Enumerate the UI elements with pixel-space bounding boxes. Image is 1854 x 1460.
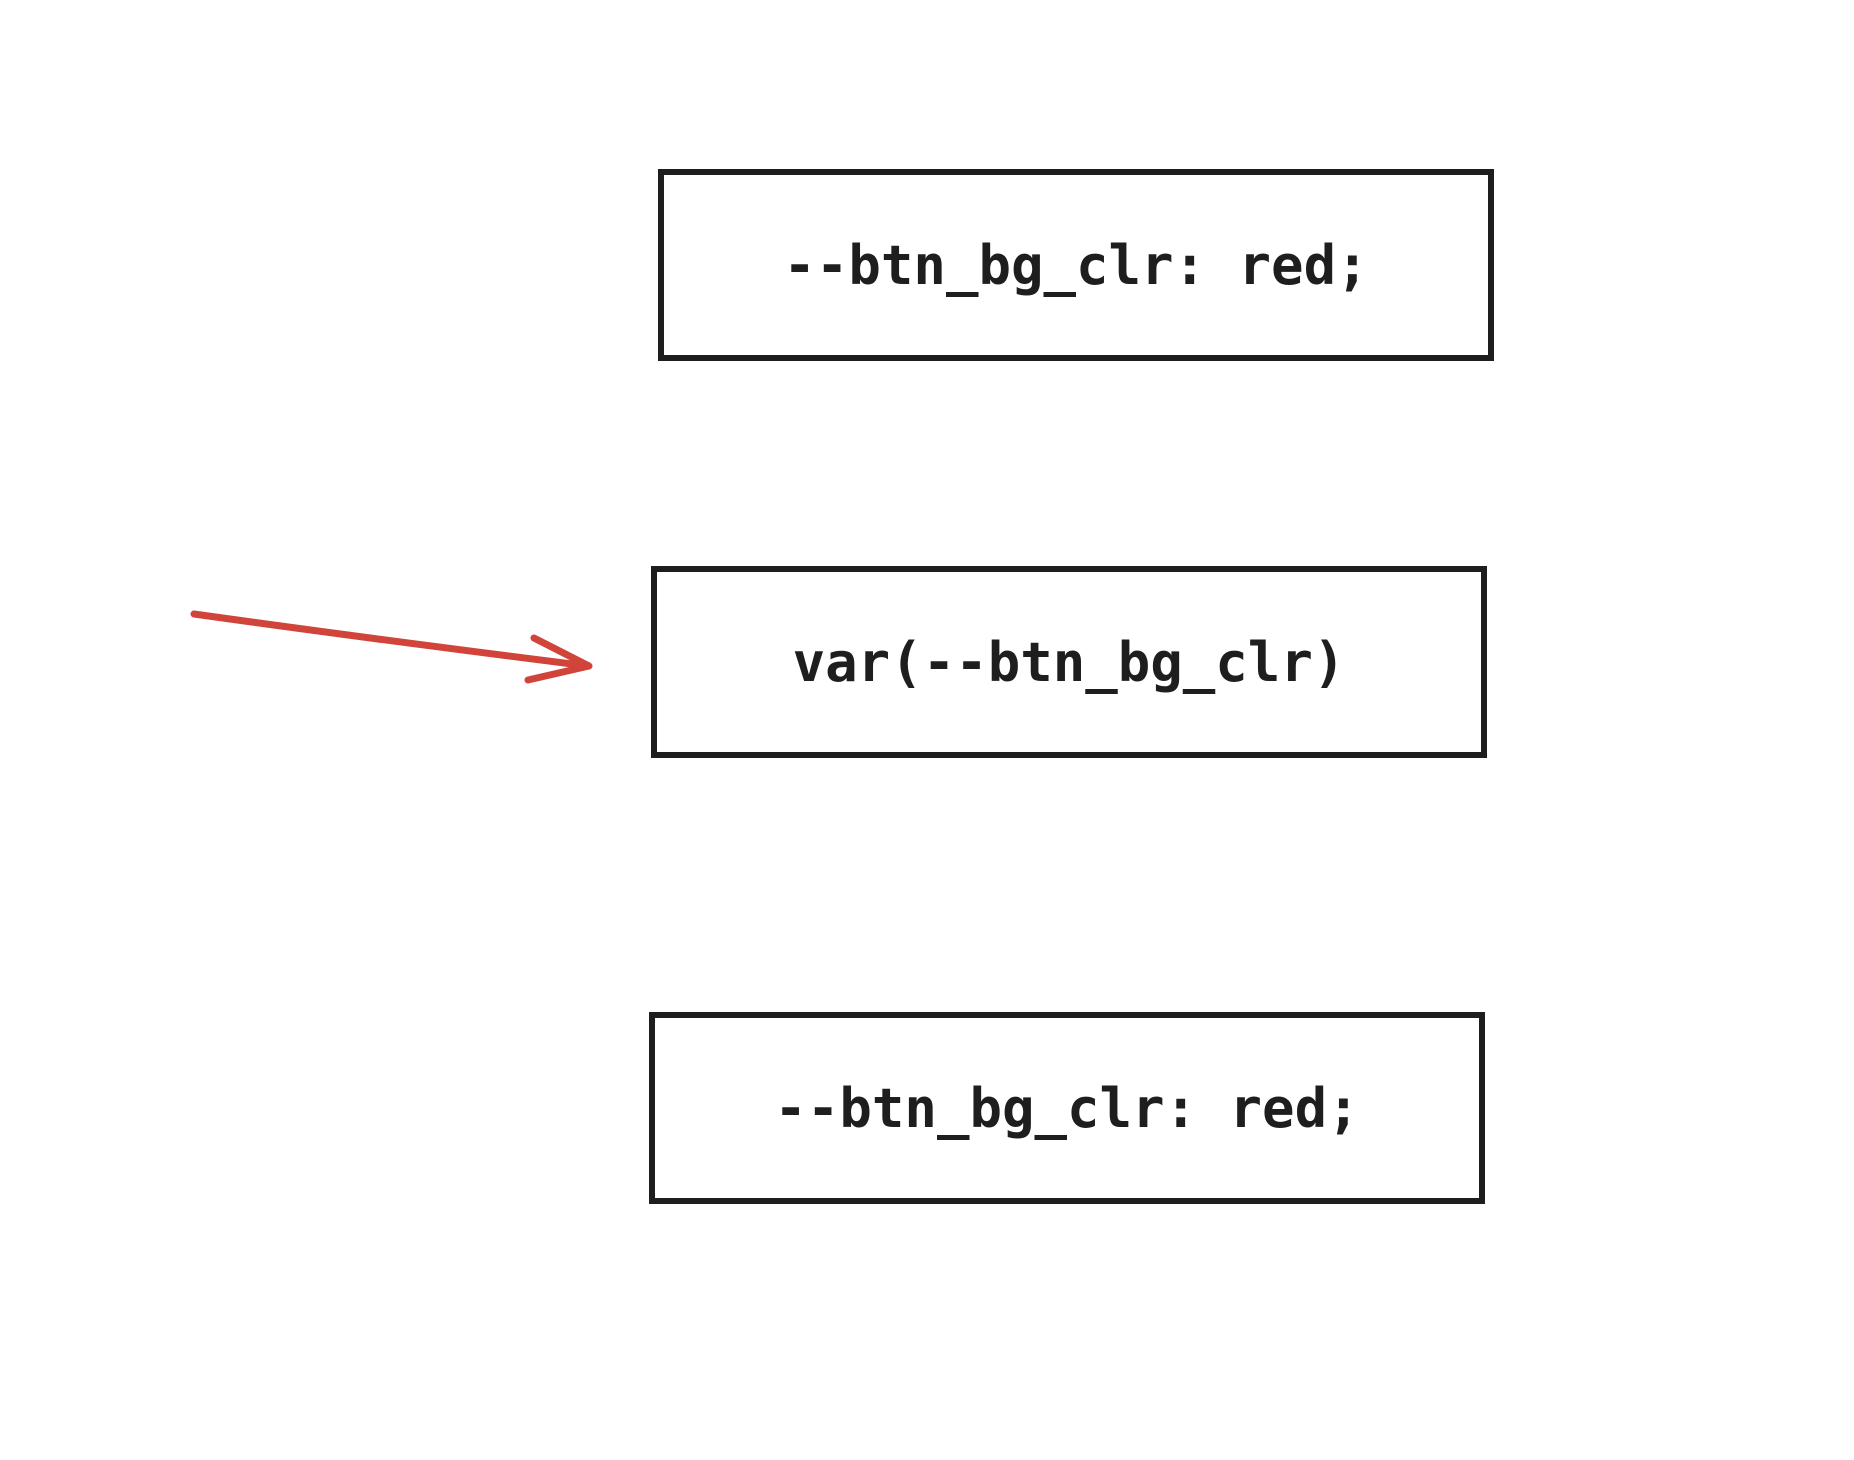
box-label-top: --btn_bg_clr: red; bbox=[783, 233, 1369, 297]
red-arrow-icon bbox=[190, 610, 593, 684]
box-variable-declaration-bottom: --btn_bg_clr: red; bbox=[649, 1012, 1485, 1204]
arrow-shaft bbox=[190, 610, 592, 670]
box-variable-declaration-top: --btn_bg_clr: red; bbox=[658, 169, 1494, 361]
arrow-head bbox=[524, 634, 593, 684]
box-label-middle: var(--btn_bg_clr) bbox=[792, 630, 1346, 694]
box-variable-usage: var(--btn_bg_clr) bbox=[651, 566, 1487, 758]
box-label-bottom: --btn_bg_clr: red; bbox=[774, 1076, 1360, 1140]
